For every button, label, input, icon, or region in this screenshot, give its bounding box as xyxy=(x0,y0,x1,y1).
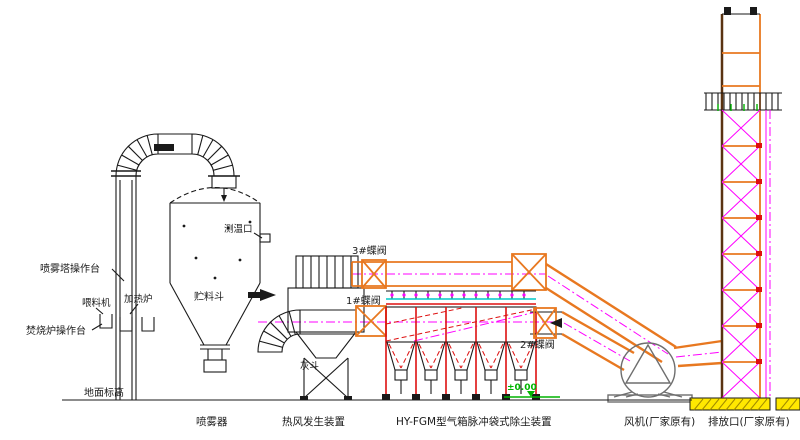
chimney-stack xyxy=(704,7,782,399)
fan-caption: 风机(厂家原有) xyxy=(624,415,695,428)
flow-arrow-right xyxy=(260,289,276,301)
feeder-label: 喂料机 xyxy=(82,297,111,309)
stack-bracing xyxy=(721,109,771,399)
fan xyxy=(607,342,693,403)
duct-elbow-tank-outlet xyxy=(257,309,356,353)
elevation-label: ±0.00 xyxy=(507,383,537,393)
diagonal-duct-valve2 xyxy=(561,310,635,372)
tank-inlet-cap xyxy=(211,175,237,189)
stack-foundation xyxy=(689,397,800,411)
butterfly-valve-1 xyxy=(355,305,387,337)
hot-air-generator-caption: 热风发生装置 xyxy=(282,415,345,428)
ash-hopper-label: 灰斗 xyxy=(300,360,319,372)
duct-elbow-right xyxy=(191,133,240,202)
equipment-captions: 喷雾器 热风发生装置 HY-FGM型气箱脉冲袋式除尘装置 风机(厂家原有) 排放… xyxy=(196,415,790,428)
ground-level-label: 地面标高 xyxy=(84,386,124,399)
duct-damper xyxy=(154,144,174,151)
spray-tower-platform-label: 喷雾塔操作台 xyxy=(40,262,100,275)
baghouse-hoppers xyxy=(386,341,536,394)
diagonal-duct-main xyxy=(545,262,677,364)
ash-hopper-shape xyxy=(294,331,358,359)
spray-dryer-tank xyxy=(169,187,271,373)
temperature-port-label: 测温口 xyxy=(224,224,253,235)
spray-tower-exhaust-pipe xyxy=(111,170,141,400)
duct-centerlines xyxy=(258,273,723,362)
support-stand xyxy=(300,357,352,400)
valve-2-label: 2#蝶阀 xyxy=(520,338,555,351)
baghouse-caption: HY-FGM型气箱脉冲袋式除尘装置 xyxy=(396,415,552,428)
drawing-labels: 喷雾塔操作台 喂料机 加热炉 焚烧炉操作台 贮料斗 测温口 灰斗 3#蝶阀 1#… xyxy=(26,224,555,399)
storage-hopper-label: 贮料斗 xyxy=(194,290,224,303)
temperature-port-stub xyxy=(259,233,271,243)
flow-arrow-left xyxy=(550,318,562,328)
stack-outlet-caption: 排放口(厂家原有) xyxy=(708,415,790,428)
stack-top-mark xyxy=(724,7,731,15)
incinerator-platform-label: 焚烧炉操作台 xyxy=(26,324,86,337)
outlet-manifold xyxy=(511,253,547,291)
butterfly-valve-2 xyxy=(530,307,562,339)
flow-arrow-down xyxy=(221,195,227,202)
top-duct xyxy=(351,261,512,287)
ground-equipment-boxes xyxy=(99,314,155,332)
duct-elbow-left xyxy=(115,133,159,177)
elevation-marker: ±0.00 xyxy=(504,383,560,398)
heater-label: 加热炉 xyxy=(124,293,153,305)
fan-outlet-duct xyxy=(673,339,723,368)
stack-top-mark xyxy=(750,7,757,15)
label-leaders xyxy=(91,232,263,331)
valve-3-label: 3#蝶阀 xyxy=(352,244,387,257)
stack-platform xyxy=(704,92,782,111)
hot-air-distributor xyxy=(248,255,365,359)
valve-1-label: 1#蝶阀 xyxy=(346,294,381,307)
tank-discharge-valve xyxy=(203,359,227,373)
pulse-valves xyxy=(390,293,526,297)
butterfly-valve-3 xyxy=(361,259,387,289)
horizontal-duct xyxy=(154,133,192,155)
baghouse xyxy=(382,290,540,400)
sprayer-caption: 喷雾器 xyxy=(196,416,228,428)
